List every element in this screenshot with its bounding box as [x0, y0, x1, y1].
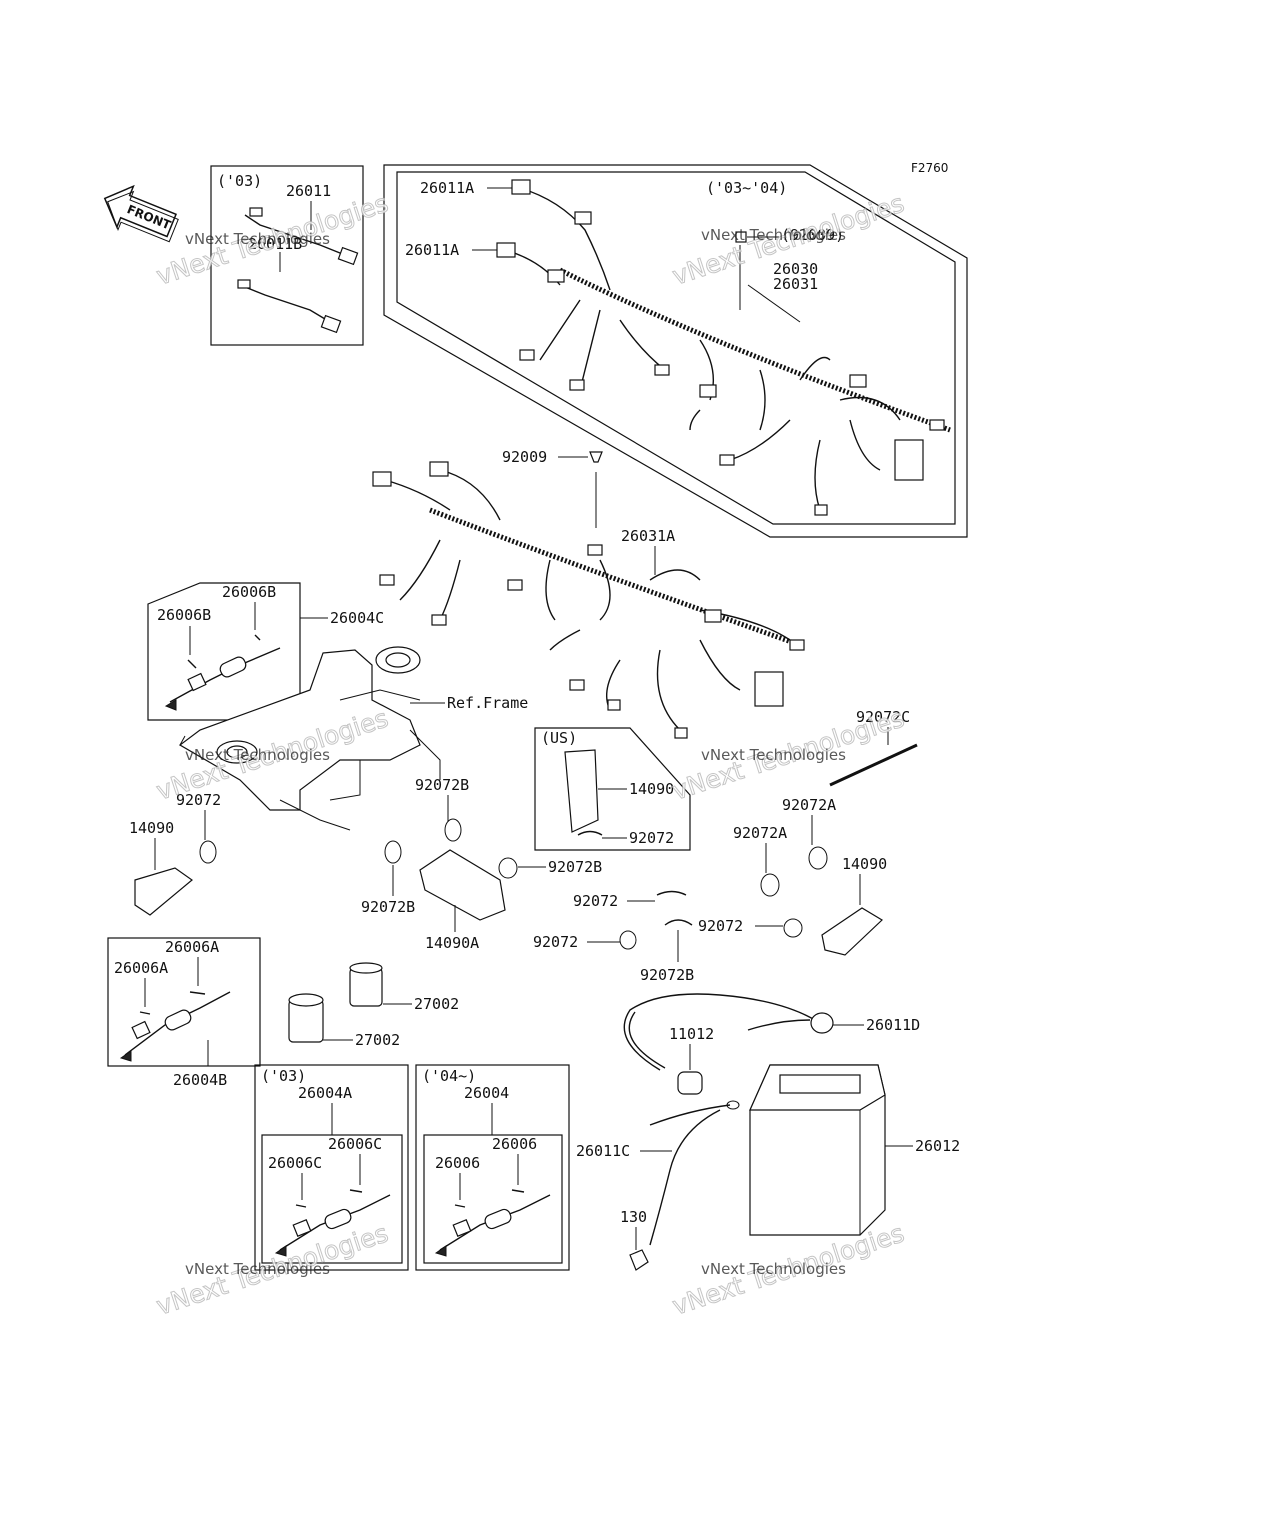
watermark: vNext Technologies [185, 230, 330, 248]
part-label: 14090 [629, 780, 674, 798]
clamps-right: 92072A 92072A 14090 92072 92072 92072 92… [533, 796, 887, 984]
part-label: 26011C [576, 1142, 630, 1160]
part-label: 92072B [415, 776, 469, 794]
part-label: 26004 [464, 1084, 509, 1102]
part-label: 92072 [176, 791, 221, 809]
variant-label: ('04~) [422, 1067, 476, 1085]
part-label: 14090A [425, 934, 479, 952]
part-label: 92072A [733, 824, 787, 842]
tie-92072C: 92072C [829, 708, 918, 787]
part-label: 92072A [782, 796, 836, 814]
battery-assembly: 26011D 11012 26011C 130 26012 [576, 993, 960, 1271]
front-arrow-icon: FRONT [103, 184, 179, 243]
part-label: 11012 [669, 1025, 714, 1043]
watermark: vNext Technologies [701, 1260, 846, 1278]
box-26004B: 26006A 26006A 26004B [107, 937, 261, 1089]
part-label: 92072B [361, 898, 415, 916]
part-label: 26011A [420, 179, 474, 197]
part-label: 26011 [286, 182, 331, 200]
part-label: 92072B [548, 858, 602, 876]
box-26004: ('04~) 26004 26006 26006 [415, 1064, 570, 1271]
part-label: 26006 [435, 1154, 480, 1172]
part-label: 26031 [773, 275, 818, 293]
part-label: 26006B [157, 606, 211, 624]
frame-drawing: Ref.Frame [178, 646, 528, 831]
part-label: 92009 [502, 448, 547, 466]
part-label: 26006A [165, 938, 219, 956]
variant-label: ('03) [217, 172, 262, 190]
box-26004A: ('03) 26004A 26006C 26006C [254, 1064, 409, 1271]
watermark: vNext Technologies [185, 1260, 330, 1278]
part-label: 92072 [629, 829, 674, 847]
part-label: 92072 [533, 933, 578, 951]
part-label: 26031A [621, 527, 675, 545]
figure-code: F2760 [911, 161, 948, 175]
part-label: 130 [620, 1208, 647, 1226]
part-label: 27002 [355, 1031, 400, 1049]
part-label: 26004A [298, 1084, 352, 1102]
variant-label: ('03) [261, 1067, 306, 1085]
ref-frame-label: Ref.Frame [447, 694, 528, 712]
part-label: 26006A [114, 959, 168, 977]
clamps-left: 92072 14090 92072B 92072B 14090A 92072B [129, 776, 602, 952]
watermark: vNext Technologies [701, 746, 846, 764]
part-label: 26012 [915, 1137, 960, 1155]
part-label: 26004C [330, 609, 384, 627]
box-26004C: 26006B 26006B 26004C [147, 582, 384, 721]
part-label: (92009) [781, 226, 844, 244]
box-us: (US) 14090 92072 [534, 727, 691, 851]
variant-label: (US) [541, 729, 577, 747]
harness-26031A: 92009 26031A [372, 448, 805, 739]
watermark: vNext Technologies [701, 226, 846, 244]
part-label: 26006C [268, 1154, 322, 1172]
part-label: 92072 [573, 892, 618, 910]
part-label: 26006C [328, 1135, 382, 1153]
variant-label: ('03~'04) [706, 179, 787, 197]
part-label: 27002 [414, 995, 459, 1013]
part-label: 26004B [173, 1071, 227, 1089]
part-label: 92072B [640, 966, 694, 984]
part-label: 26011A [405, 241, 459, 259]
part-label: 14090 [129, 819, 174, 837]
part-label: 92072C [856, 708, 910, 726]
part-label: 26011D [866, 1016, 920, 1034]
part-label: 14090 [842, 855, 887, 873]
part-label: 26030 [773, 260, 818, 278]
part-label: 26006B [222, 583, 276, 601]
box-26011: ('03) 26011 26011B [210, 165, 364, 346]
box-harness-03-04: ('03~'04) 26011A 26011A (92009) 26030 26… [383, 164, 968, 538]
part-label: 26011B [248, 235, 302, 253]
watermark: vNext Technologies [185, 746, 330, 764]
part-label: 26006 [492, 1135, 537, 1153]
switches-27002: 27002 27002 [288, 962, 459, 1049]
part-label: 92072 [698, 917, 743, 935]
